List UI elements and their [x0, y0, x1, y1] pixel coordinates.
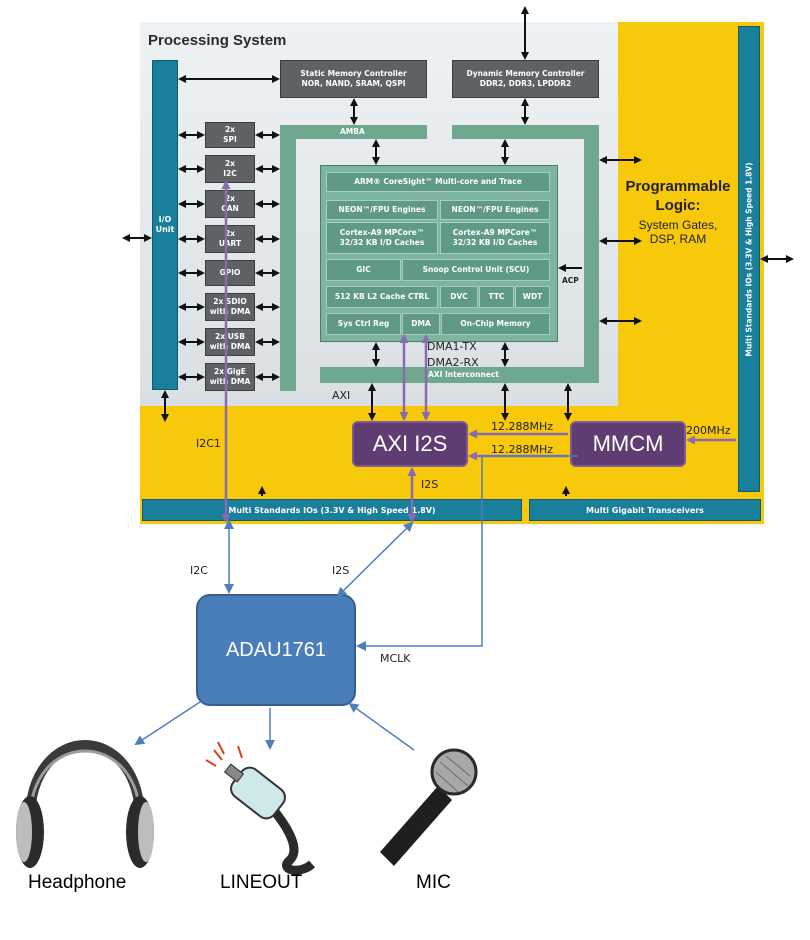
right-multi-standards-io: Multi Standards IOs (3.3V & High Speed 1…: [738, 26, 760, 492]
lineout-label: LINEOUT: [220, 872, 303, 893]
l2-cache-label: 512 KB L2 Cache CTRL: [334, 292, 430, 301]
axi-interconnect-bar: [320, 367, 599, 383]
mclk-line: [356, 455, 578, 651]
amba-top-left-bar: [280, 125, 427, 139]
microphone-icon: [380, 748, 478, 866]
gic-cell: GIC: [326, 259, 401, 281]
dvc-cell: DVC: [440, 286, 478, 308]
ocm-label: On-Chip Memory: [460, 319, 531, 328]
coresight-label: ARM® CoreSight™ Multi-core and Trace: [354, 177, 522, 186]
processing-system-title: Processing System: [148, 32, 287, 49]
adau1761-label: ADAU1761: [225, 638, 327, 661]
dvc-label: DVC: [450, 292, 468, 301]
dma-cell: DMA: [402, 313, 440, 335]
dynamic-mem-line2: DDR2, DDR3, LPDDR2: [479, 79, 572, 88]
wdt-label: WDT: [522, 292, 543, 301]
mic-label: MIC: [416, 872, 451, 893]
cortex-right-line1: Cortex-A9 MPCore™: [452, 228, 538, 237]
i2c-block: 2x I2C: [205, 155, 255, 183]
amba-top-right-bar: [452, 125, 599, 139]
wdt-cell: WDT: [515, 286, 550, 308]
freq2-label: 12.288MHz: [491, 443, 554, 456]
i2c1-label: I2C1: [196, 437, 221, 450]
static-mem-line1: Static Memory Controller: [300, 69, 407, 78]
axi-interconnect-label: AXI Interconnect: [428, 370, 499, 379]
bottom-multi-standards-io: Multi Standards IOs (3.3V & High Speed 1…: [142, 499, 522, 521]
mmcm-label: MMCM: [592, 431, 664, 456]
mic-link: [348, 702, 415, 751]
neon-left-label: NEON™/FPU Engines: [338, 205, 426, 214]
cortex-right-cell: Cortex-A9 MPCore™ 32/32 KB I/D Caches: [440, 222, 550, 254]
headphone-icon: [16, 740, 154, 868]
cortex-left-line2: 32/32 KB I/D Caches: [339, 238, 425, 247]
axi-i2s-block: AXI I2S: [352, 421, 468, 467]
i2c-label: I2C: [190, 564, 208, 577]
dma-label: DMA: [411, 319, 431, 328]
gic-label: GIC: [356, 265, 371, 274]
axi-i2s-label: AXI I2S: [372, 431, 448, 456]
gigabit-transceivers: Multi Gigabit Transceivers: [529, 499, 761, 521]
io-unit-label: I/O Unit: [155, 215, 175, 234]
static-memory-controller: Static Memory Controller NOR, NAND, SRAM…: [280, 60, 427, 98]
spi-block: 2x SPI: [205, 122, 255, 148]
amba-right-arm: [584, 125, 599, 383]
programmable-logic-title: Programmable Logic: System Gates, DSP, R…: [622, 178, 734, 246]
cortex-left-cell: Cortex-A9 MPCore™ 32/32 KB I/D Caches: [326, 222, 438, 254]
dma1-tx-label: DMA1-TX: [427, 340, 477, 353]
pl-title-line2: Logic:: [655, 197, 701, 214]
dynamic-mem-line1: Dynamic Memory Controller: [466, 69, 585, 78]
adau1761-codec: ADAU1761: [196, 594, 356, 706]
ttc-label: TTC: [488, 292, 505, 301]
cortex-right-line2: 32/32 KB I/D Caches: [452, 238, 538, 247]
neon-left-cell: NEON™/FPU Engines: [326, 200, 438, 220]
pl-sub-line2: DSP, RAM: [649, 232, 707, 246]
static-mem-line2: NOR, NAND, SRAM, QSPI: [301, 79, 406, 88]
neon-right-label: NEON™/FPU Engines: [451, 205, 539, 214]
amba-left-arm: [280, 125, 296, 391]
i2c-line2: I2C: [223, 169, 237, 178]
pl-title-line1: Programmable: [625, 178, 731, 195]
headphone-link: [134, 701, 201, 746]
spi-line1: 2x: [224, 125, 236, 134]
pl-sub-line1: System Gates,: [638, 218, 718, 232]
scu-cell: Snoop Control Unit (SCU): [402, 259, 550, 281]
dynamic-memory-controller: Dynamic Memory Controller DDR2, DDR3, LP…: [452, 60, 599, 98]
scu-label: Snoop Control Unit (SCU): [422, 265, 530, 274]
amba-label: AMBA: [340, 127, 365, 136]
sysctrl-label: Sys Ctrl Reg: [337, 319, 390, 328]
l2-cache-cell: 512 KB L2 Cache CTRL: [326, 286, 438, 308]
coresight-cell: ARM® CoreSight™ Multi-core and Trace: [326, 172, 550, 192]
lineout-cable-icon: [205, 741, 316, 875]
mmcm-block: MMCM: [570, 421, 686, 467]
bottom-io-label: Multi Standards IOs (3.3V & High Speed 1…: [228, 505, 436, 515]
i2c-line1: 2x: [224, 159, 236, 168]
gigabit-label: Multi Gigabit Transceivers: [586, 505, 704, 515]
cortex-left-line1: Cortex-A9 MPCore™: [339, 228, 425, 237]
ocm-cell: On-Chip Memory: [441, 313, 550, 335]
axi-label: AXI: [332, 389, 351, 402]
i2s-top-label: I2S: [421, 478, 439, 491]
neon-right-cell: NEON™/FPU Engines: [440, 200, 550, 220]
acp-label: ACP: [562, 276, 579, 285]
headphone-label: Headphone: [28, 872, 127, 893]
i2s-label: I2S: [332, 564, 350, 577]
sysctrl-cell: Sys Ctrl Reg: [326, 313, 401, 335]
io-unit: I/O Unit: [152, 60, 178, 390]
dma2-rx-label: DMA2-RX: [427, 356, 479, 369]
freq1-label: 12.288MHz: [491, 420, 554, 433]
ttc-cell: TTC: [479, 286, 514, 308]
spi-line2: SPI: [223, 135, 237, 144]
i2s-bus-line: [336, 521, 414, 598]
mclk-label: MCLK: [380, 652, 411, 665]
200mhz-label: 200MHz: [686, 424, 731, 437]
